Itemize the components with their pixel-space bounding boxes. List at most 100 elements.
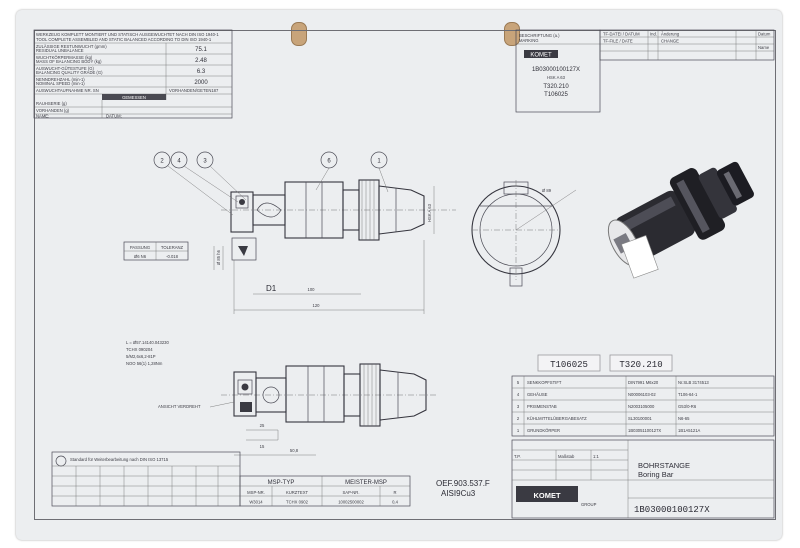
part-id-1: 1B1A5121A bbox=[678, 428, 701, 433]
msp-header-sap: SAP-NR. bbox=[343, 490, 360, 495]
msp-value-nr: W3014 bbox=[249, 500, 263, 505]
part-norm-5: DIN7991 M6x20 bbox=[628, 380, 659, 385]
measured-label: GEMESSEN bbox=[122, 95, 146, 100]
balance-header-en: TOOL COMPLETE ASSEMBLED AND STATIC BALAN… bbox=[36, 37, 212, 42]
msp-header-kurztext: KURZTEXT bbox=[286, 490, 309, 495]
fit-value-toleranz: -0.018 bbox=[166, 254, 179, 259]
row5-label: AUSWUCHTAUFNAHME NR. SN bbox=[36, 88, 99, 93]
part-pos-3: 3 bbox=[517, 404, 520, 409]
beschriftung-label: BESCHRIFTUNG (a.) bbox=[519, 33, 560, 38]
part-name-1: GRUNDKÖRPER bbox=[527, 428, 560, 433]
dim-hsk: HSK A 63 bbox=[427, 203, 432, 222]
technical-drawing: WERKZEUG KOMPLETT MONTIERT UND STATISCH … bbox=[33, 29, 775, 519]
msp-header-r: R bbox=[393, 490, 396, 495]
date-label: DATUM: bbox=[106, 114, 122, 119]
datum-label: Datum bbox=[758, 32, 771, 37]
row4-label: NENNDREHZAHL (min-1) bbox=[36, 77, 85, 82]
msp-typ-label: MSP-TYP bbox=[268, 480, 295, 486]
balance-header: WERKZEUG KOMPLETT MONTIERT UND STATISCH … bbox=[36, 32, 219, 37]
dim-d1: D1 bbox=[266, 284, 277, 293]
dim-bore-diameter: Ø 85 h6 bbox=[216, 249, 221, 265]
material-number: OEF.903.537.F bbox=[436, 479, 490, 488]
drawing-sheet: WERKZEUG KOMPLETT MONTIERT UND STATISCH … bbox=[16, 10, 782, 540]
row2-label: WUCHTKÖRPERMASSE (kg) bbox=[36, 55, 93, 60]
fit-header-toleranz: TOLERANZ bbox=[161, 245, 184, 250]
tf-date-label: TF-DATEI / DATUM bbox=[603, 32, 640, 37]
part-pos-4: 4 bbox=[517, 392, 520, 397]
scale-label: Maßstab bbox=[558, 454, 575, 459]
row4-sub: NOMINAL SPEED (min-1) bbox=[36, 81, 85, 86]
msp-value-kurztext: TCHX 0902 bbox=[286, 500, 309, 505]
callout-1: 1 bbox=[377, 159, 381, 165]
marking-part-number: 1B03000100127X bbox=[532, 67, 580, 73]
part-name-5: SENKKOPFSTIFT bbox=[527, 380, 562, 385]
dim-100: 100 bbox=[308, 287, 316, 292]
rotated-view-drawing: 50,8 25 15 ANSICHT VERDREHT bbox=[158, 363, 436, 456]
row2-value: 2.48 bbox=[195, 58, 207, 64]
tf-file-label: TF-FILE / DATE bbox=[603, 39, 633, 44]
insert-note-3: 5/M2,6x6,2-81P bbox=[126, 354, 156, 359]
row1-value: 75.1 bbox=[195, 47, 207, 53]
msp-value-r: 0,4 bbox=[392, 500, 398, 505]
part-norm-4: N00006103-02 bbox=[628, 392, 656, 397]
row3-label: AUSWUCHT-GÜTESTUFE (G) bbox=[36, 66, 95, 71]
balance-table: WERKZEUG KOMPLETT MONTIERT UND STATISCH … bbox=[33, 29, 233, 119]
stamp-t106025: T106025 bbox=[550, 360, 588, 370]
part-pos-5: 5 bbox=[517, 380, 520, 385]
marking-block: BESCHRIFTUNG (a.) MARKING KOMET 1B030001… bbox=[515, 29, 775, 113]
komet-logo: KOMET bbox=[533, 491, 561, 500]
insert-note-4: NOO 56(1) 1,28Nm bbox=[126, 361, 163, 366]
name-label: NAME: bbox=[36, 114, 49, 119]
dim-120: 120 bbox=[313, 303, 321, 308]
row5-value: VORHANDEN/GETEN187 bbox=[169, 88, 219, 93]
row1-sub: RESIDUAL UNBALANCE bbox=[36, 48, 84, 53]
aenderung-label: Änderung bbox=[661, 32, 680, 37]
part-norm-3: N2003105000 bbox=[628, 404, 655, 409]
index-label: Ind. bbox=[650, 32, 657, 37]
present-row: VORHANDEN (g) bbox=[36, 108, 70, 113]
part-name-4: GEHÄUSE bbox=[527, 392, 548, 397]
komet-group: GROUP bbox=[581, 502, 597, 507]
unbalance-row: RAUHSERIE (g) bbox=[36, 101, 67, 106]
komet-logo-small: KOMET bbox=[530, 53, 552, 59]
callout-4: 4 bbox=[177, 159, 181, 165]
row3-sub: BALANCING QUALITY GRADE (G) bbox=[36, 70, 103, 75]
insert-note-2: TCHX 090204 bbox=[126, 347, 153, 352]
insert-note: L = Ø57.14140.043230 TCHX 090204 5/M2,6x… bbox=[126, 340, 169, 366]
name-col-label: Name bbox=[758, 45, 770, 50]
tool-3d-view bbox=[607, 161, 755, 279]
insert-note-1: L = Ø57.14140.043230 bbox=[126, 340, 169, 345]
drawing-number: 1B03000100127X bbox=[634, 505, 710, 515]
title-english: Boring Bar bbox=[638, 470, 674, 479]
title-german: BOHRSTANGE bbox=[638, 461, 690, 470]
marking-label: MARKING bbox=[519, 38, 539, 43]
parts-list: 5 SENKKOPFSTIFT DIN7991 M6x20 Nr.SLB 317… bbox=[511, 375, 775, 437]
row3-value: 6.3 bbox=[197, 69, 206, 75]
dim-15: 15 bbox=[260, 444, 265, 449]
callout-2: 2 bbox=[160, 159, 164, 165]
stamps: T106025 T320.210 bbox=[537, 354, 673, 372]
dim-section-diameter: Ø 89 bbox=[542, 188, 552, 193]
msp-value-sap: 10002500002 bbox=[338, 500, 364, 505]
title-block-tp: T.P. bbox=[514, 454, 521, 459]
part-id-3: G53/0-R6 bbox=[678, 404, 697, 409]
marking-code2: T106025 bbox=[544, 92, 568, 98]
material-grade: AISI9Cu3 bbox=[441, 489, 476, 498]
msp-header-nr: MSP-NR. bbox=[247, 490, 265, 495]
symbols-grid: Standard für Weiterbearbeitung nach DIN … bbox=[51, 451, 241, 507]
stamp-t320210: T320.210 bbox=[619, 360, 662, 370]
part-pos-2: 2 bbox=[517, 416, 520, 421]
callouts: 2 4 3 6 1 bbox=[153, 151, 389, 216]
fit-header-passung: PASSUNG bbox=[130, 245, 150, 250]
marking-code1: T320.210 bbox=[543, 84, 569, 90]
part-name-2: KÜHLMITTELÜBERGABESATZ bbox=[527, 416, 587, 421]
part-pos-1: 1 bbox=[517, 428, 520, 433]
change-label: CHANGE bbox=[661, 39, 679, 44]
meister-msp-label: MEISTER-MSP bbox=[345, 480, 387, 486]
fit-value-passung: Ø6 N6 bbox=[134, 254, 147, 259]
punch-hole-left bbox=[291, 22, 307, 46]
msp-table: MSP-TYP MEISTER-MSP MSP-NR. KURZTEXT SAP… bbox=[239, 475, 411, 507]
fit-table: PASSUNG TOLERANZ Ø6 N6 -0.018 bbox=[123, 241, 189, 261]
view-label: ANSICHT VERDREHT bbox=[158, 404, 201, 409]
symbols-note: Standard für Weiterbearbeitung nach DIN … bbox=[70, 457, 169, 462]
